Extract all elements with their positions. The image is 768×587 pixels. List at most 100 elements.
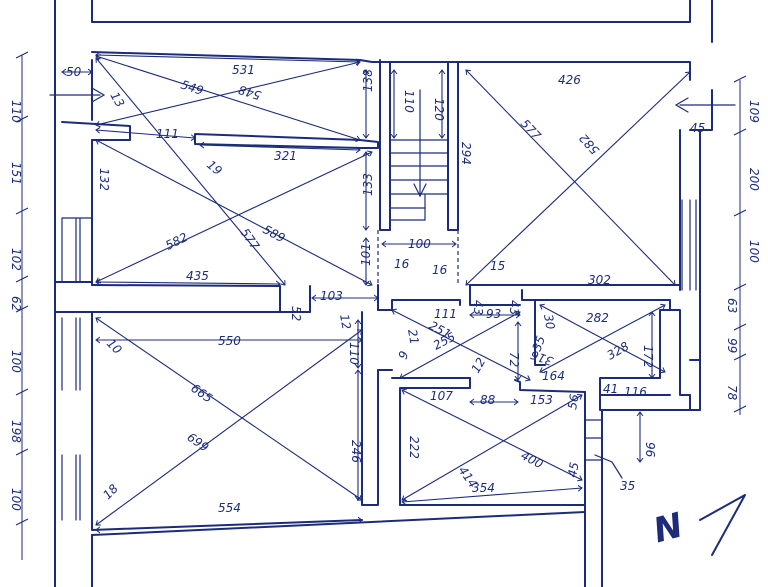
dim-label: 100 [408,237,431,251]
dim-label: 103 [320,289,343,303]
wall-right-lower [689,359,701,411]
dim-label: 577 [518,116,544,143]
dim-label: 12 [468,355,488,375]
dim-label: 132 [97,168,111,191]
wall-corridor-left [361,311,393,506]
dim-label: 550 [218,334,241,348]
dim-label: 669 [185,429,212,454]
dim-label: 246 [349,440,363,463]
window-right [681,199,697,291]
dim-label: 93 [486,307,501,321]
dim-label: 316 [528,347,555,368]
dim-label: 96 [643,442,657,458]
stair-column-right [447,61,459,231]
walls [54,0,713,587]
dim-label: 100 [9,350,23,373]
dim-label: 133 [361,173,375,196]
dim-label: 10 [104,336,125,357]
dim-label: 110 [402,90,416,113]
dim-label: 72 [507,352,521,367]
dim-label: 13 [107,90,127,110]
dim-label: 328 [605,339,632,363]
dim-label: 435 [186,269,209,283]
stair-steps [389,89,449,221]
dim-label: 153 [530,393,553,407]
dim-label: 302 [588,273,611,287]
dim-label: 21 [405,328,421,345]
dim-label: 18 [100,481,121,502]
stair-column-left [379,61,391,231]
dim-label: 12 [337,313,353,330]
dim-label: 100 [9,488,23,511]
outer-wall-top [91,0,691,23]
dim-label: 19 [204,158,225,179]
dim-label: 426 [558,73,581,87]
dim-label: 50 [66,65,82,79]
dim-label: 99 [725,338,739,353]
dim-label: 78 [725,385,739,401]
wall-middle-band [54,281,93,313]
dim-label: 30 [541,313,558,331]
wall-left-room-top [91,51,381,63]
dim-label: 294 [459,142,473,165]
dim-label: 200 [747,168,761,191]
dim-label: 354 [472,481,495,495]
north-arrow-icon [699,494,746,556]
dim-label: 63 [725,298,739,313]
window-left-upper [61,217,93,283]
dim-label: 35 [530,334,548,353]
dim-label: 100 [747,240,761,263]
window-left-lower-1 [61,317,81,391]
window-lower-right [584,419,603,461]
dim-label: 198 [9,420,23,443]
dim-label: 111 [434,307,457,321]
dim-label: 111 [156,127,179,141]
dim-label: 110 [9,100,23,123]
wall-right-outer [699,89,713,131]
leader-35 [594,454,623,479]
dim-label: 56 [565,393,582,411]
dim-label: 549 [179,78,205,98]
dim-label: 41 [603,382,618,396]
north-arrow: N [649,494,746,556]
wall-room-282-right [669,309,691,396]
dim-label: 282 [586,311,609,325]
dim-label: 107 [430,389,453,403]
dimension-labels: 50 531 549 548 426 110 138 110 120 294 5… [9,63,761,515]
dim-label: 589 [261,222,288,245]
dimension-lines [15,51,747,560]
dim-label: 400 [519,448,546,471]
dim-label: 45 [690,121,705,135]
wall-middle-band-lower [91,285,311,313]
dim-label: 101 [359,243,373,266]
dim-label: 665 [188,381,215,406]
wall-lower-right-column [584,409,603,587]
dim-label: 35 [620,479,635,493]
dim-label: 102 [9,248,23,271]
dim-label: 577 [238,226,263,253]
dim-label: 43 [471,300,485,315]
dim-label: 164 [542,369,565,383]
dim-label: 151 [9,162,23,185]
dim-label: 52 [289,306,303,321]
wall-lower-right-outer [599,394,691,411]
dim-label: 45 [565,461,581,478]
dim-label: 88 [480,393,496,407]
dim-label: 582 [163,230,190,253]
dim-label: 172 [641,345,655,368]
dim-label: 321 [274,149,297,163]
north-label: N [649,505,687,551]
wall-right-room-right [689,129,701,361]
wall-corridor-central [377,284,461,311]
dim-label: 9 [396,349,412,361]
dim-label: 531 [232,63,255,77]
wall-right-room-bottom [469,284,681,306]
window-left-lower-2 [61,454,81,521]
dim-label: 222 [407,436,421,459]
dim-label: 554 [218,501,241,515]
dim-label: 582 [576,131,602,157]
dim-label: 138 [361,69,375,92]
dim-label: 110 [347,342,361,365]
dim-label: 16 [394,257,410,271]
